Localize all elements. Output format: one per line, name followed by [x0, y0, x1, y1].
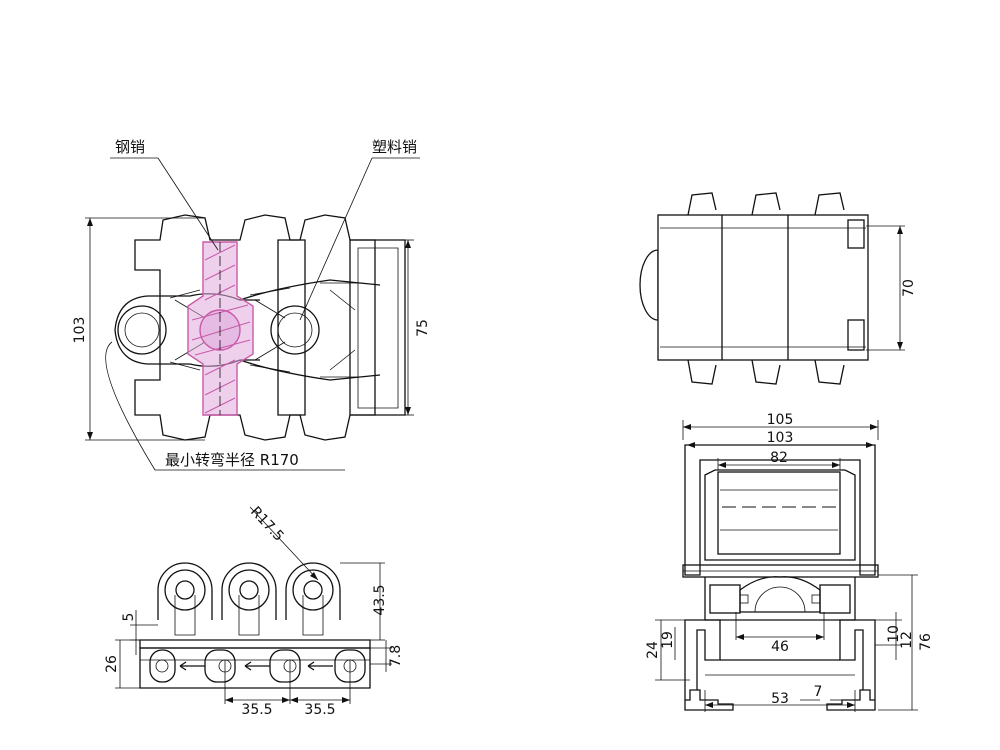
dim-roller-radius: R17.5	[247, 504, 287, 545]
dim-top-view-height: 103	[72, 317, 88, 344]
roller	[157, 562, 213, 636]
dim-roller-width: 82	[770, 450, 788, 466]
dim-rail-width: 53	[771, 691, 789, 707]
dim-width-outer: 105	[767, 412, 794, 428]
dim-rail-right-b: 12	[899, 631, 915, 649]
top-view: 70	[639, 192, 917, 385]
dim-top-view-inner: 75	[415, 319, 431, 337]
steel-pin-label: 钢销	[115, 138, 145, 156]
dim-total-height: 76	[918, 633, 934, 651]
dim-rail-gap: 7	[814, 684, 823, 700]
dim-flange: 5	[121, 613, 137, 622]
dim-chain-height: 26	[104, 655, 120, 673]
dim-roller-height: 43.5	[372, 584, 388, 615]
dim-rail-left-outer: 24	[645, 641, 661, 659]
dim-pitch-2: 35.5	[304, 702, 335, 718]
plan-view: 103 75 钢销 塑料销 最小转弯半径 R170	[72, 138, 431, 471]
dim-guide-width: 46	[771, 639, 789, 655]
cross-section: 105 103 82 46 53 7 24 19 76	[645, 412, 934, 712]
roller	[285, 562, 341, 636]
dim-link-height: 7.8	[388, 645, 404, 667]
dim-rail-right-a: 10	[886, 625, 902, 643]
dim-right-view-height: 70	[901, 279, 917, 297]
min-turn-radius-label: 最小转弯半径 R170	[165, 451, 299, 469]
dim-pitch-1: 35.5	[241, 702, 272, 718]
roller	[221, 562, 277, 636]
dim-rail-left-inner: 19	[660, 631, 676, 649]
side-view: R17.5 5 26 43.5 7.8 35.5 35.5	[104, 504, 404, 718]
dim-width-inner: 103	[767, 430, 794, 446]
plastic-pin-label: 塑料销	[372, 138, 417, 156]
